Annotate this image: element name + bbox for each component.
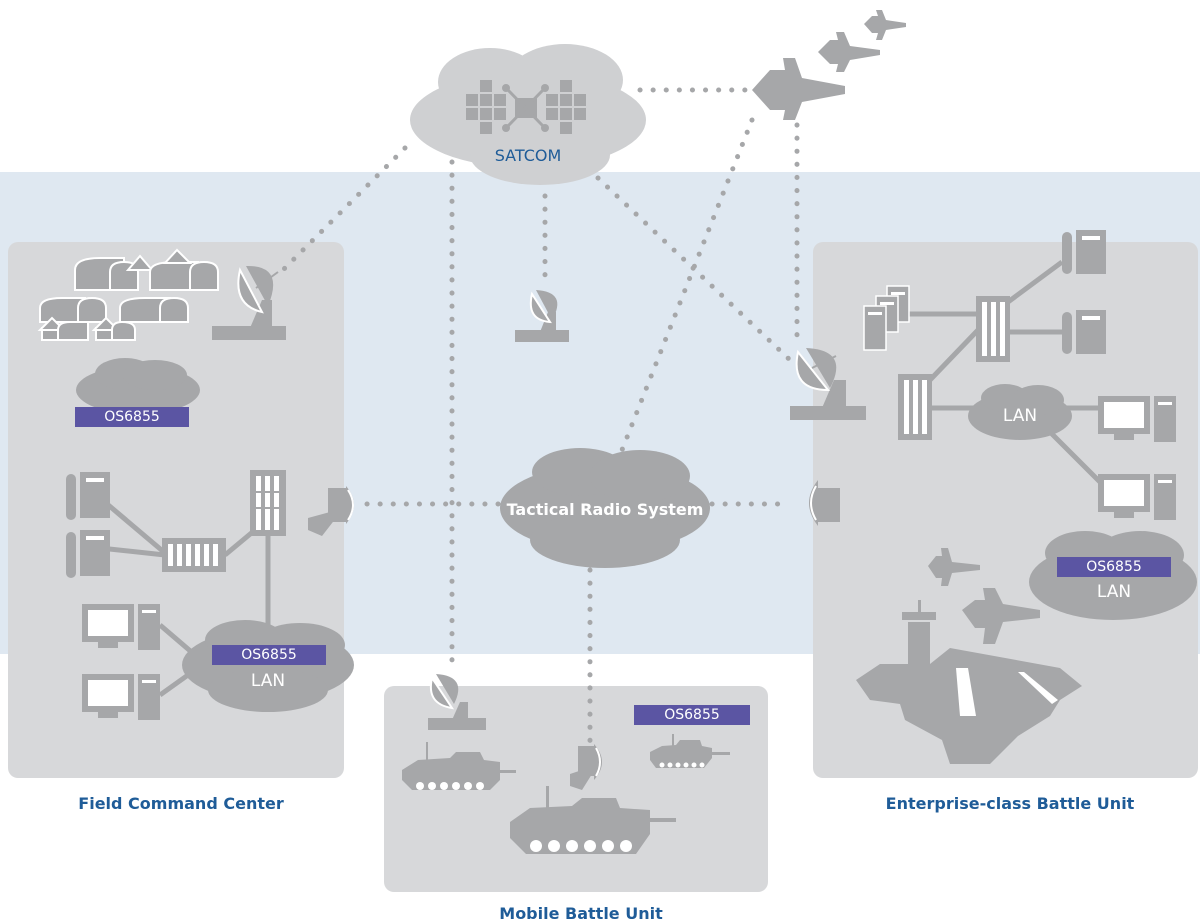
fighter-jet-icon — [818, 32, 880, 72]
satellite-dish-icon — [515, 290, 569, 342]
wireless-links — [275, 87, 800, 745]
satellite-dish-icon — [790, 348, 866, 420]
radio-antenna-icon — [570, 744, 602, 790]
radio-antenna-icon — [308, 486, 354, 536]
field-cloud — [76, 358, 200, 414]
switch-icon — [976, 296, 1010, 362]
os6855-tag-enterprise: OS6855 — [1057, 557, 1171, 577]
enterprise-lan-cloud — [968, 384, 1072, 440]
enterprise-battle-unit-caption: Enterprise-class Battle Unit — [885, 794, 1135, 813]
os6855-tag-mobile: OS6855 — [634, 705, 750, 725]
computer-icon — [82, 674, 160, 720]
satellite-icon — [466, 80, 586, 134]
fighter-jet-icon — [752, 58, 845, 120]
fighter-jet-icon — [864, 10, 906, 40]
tank-icon — [402, 742, 516, 790]
tent-icon — [37, 248, 219, 341]
switch-icon — [250, 470, 286, 536]
tactical-radio-label: Tactical Radio System — [506, 500, 704, 519]
computer-icon — [82, 604, 160, 650]
satellite-dish-icon — [212, 265, 286, 340]
satellite-dish-icon — [428, 674, 486, 730]
computer-icon — [1098, 474, 1176, 520]
enterprise-lan-label: LAN — [1002, 406, 1038, 426]
server-icon — [1062, 230, 1106, 274]
enterprise-bottom-lan-label: LAN — [1096, 582, 1132, 602]
aircraft-carrier-icon — [856, 600, 1082, 764]
tank-icon — [510, 786, 676, 854]
fighter-jet-icon — [928, 548, 980, 586]
tank-icon — [650, 734, 730, 768]
enterprise-wired-links — [908, 259, 1102, 484]
server-icon — [1062, 310, 1106, 354]
server-icon — [66, 472, 110, 520]
server-icon — [863, 285, 910, 351]
field-lan-label: LAN — [250, 671, 286, 691]
tactical-radio-cloud — [500, 448, 710, 568]
os6855-tag-field-bottom: OS6855 — [212, 645, 326, 665]
computer-icon — [1098, 396, 1176, 442]
switch-icon — [162, 538, 226, 572]
os6855-tag-field-top: OS6855 — [75, 407, 189, 427]
radio-antenna-icon — [809, 480, 840, 526]
fighter-jet-icon — [962, 588, 1040, 644]
field-command-center-caption: Field Command Center — [78, 794, 284, 813]
mobile-battle-unit-caption: Mobile Battle Unit — [499, 904, 663, 923]
satcom-label: SATCOM — [494, 146, 562, 165]
server-icon — [66, 530, 110, 578]
switch-icon — [898, 374, 932, 440]
